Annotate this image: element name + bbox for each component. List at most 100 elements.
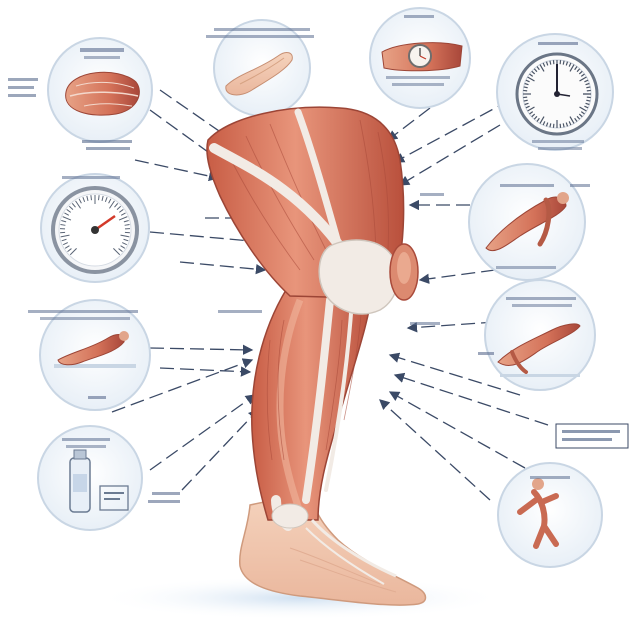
- tick-mark: [525, 79, 530, 83]
- tick-mark: [62, 216, 72, 221]
- tick-mark: [61, 220, 67, 223]
- vignette-water-bottle: [37, 425, 180, 531]
- stretching-arm-icon: [225, 52, 293, 96]
- tick-mark: [586, 99, 591, 102]
- tick-mark: [524, 102, 529, 106]
- knee: [318, 239, 399, 315]
- tick-mark: [584, 79, 589, 83]
- hamstring-stretch-icon: [485, 192, 569, 252]
- tick-mark: [60, 224, 66, 226]
- tick-mark: [64, 245, 70, 249]
- vignette-hamstring-stretch: [468, 163, 590, 281]
- left-top-text-lines: [8, 78, 132, 150]
- tick-mark: [568, 121, 572, 126]
- tick-mark: [123, 220, 129, 223]
- tick-mark: [113, 248, 121, 256]
- tick-mark: [579, 76, 587, 82]
- vignette-seated-stretch: [28, 299, 151, 411]
- tick-mark: [574, 117, 578, 122]
- tick-mark: [542, 62, 546, 67]
- tick-mark: [565, 122, 569, 127]
- muscle-bundle-icon: [65, 48, 140, 116]
- leg-illustration: [206, 106, 427, 606]
- tick-mark: [86, 195, 89, 201]
- seated-stretch-icon: [54, 331, 136, 368]
- tick-mark: [523, 99, 528, 102]
- tick-mark: [533, 68, 538, 73]
- tick-mark: [120, 212, 126, 216]
- tick-mark: [90, 195, 92, 201]
- tick-mark: [523, 86, 528, 89]
- tick-mark: [539, 64, 545, 72]
- tick-mark: [536, 66, 540, 71]
- tick-mark: [114, 203, 119, 208]
- tick-mark: [533, 115, 538, 120]
- tick-mark: [118, 216, 128, 221]
- tick-mark: [525, 105, 530, 109]
- tick-mark: [60, 234, 70, 238]
- tick-mark: [122, 242, 127, 246]
- tick-mark: [529, 111, 534, 115]
- tick-mark: [531, 70, 536, 75]
- tick-mark: [98, 195, 100, 201]
- tick-mark: [66, 209, 72, 213]
- tick-mark: [71, 203, 76, 208]
- runner-figure-icon: [517, 478, 559, 549]
- tick-mark: [539, 116, 545, 124]
- tick-mark: [78, 198, 82, 204]
- tick-mark: [109, 200, 115, 209]
- tick-mark: [580, 73, 585, 77]
- tick-mark: [578, 70, 583, 75]
- right-label-box: [555, 423, 629, 449]
- vignette-plank: [478, 279, 596, 391]
- tick-mark: [569, 116, 575, 124]
- tick-mark: [527, 76, 535, 82]
- tick-mark: [586, 86, 591, 89]
- tick-mark: [576, 68, 581, 73]
- tick-mark: [527, 106, 535, 112]
- vignette-muscle-bundle: [47, 37, 153, 143]
- tick-mark: [545, 122, 549, 127]
- tick-mark: [118, 248, 123, 253]
- tick-mark: [524, 82, 529, 86]
- tick-mark: [580, 111, 585, 115]
- tick-mark: [108, 198, 112, 204]
- tick-mark: [562, 123, 565, 128]
- vignette-stopwatch: [496, 33, 614, 151]
- tick-mark: [123, 238, 129, 242]
- stopwatch-icon: [515, 52, 599, 136]
- tick-mark: [536, 117, 540, 122]
- tick-mark: [545, 61, 549, 66]
- tick-mark: [101, 195, 104, 201]
- tick-mark: [68, 205, 74, 211]
- tick-mark: [584, 105, 589, 109]
- vignette-pressure-gauge: [40, 173, 150, 283]
- tick-mark: [549, 60, 552, 65]
- tick-mark: [529, 73, 534, 77]
- tick-mark: [549, 123, 552, 128]
- tick-mark: [124, 224, 130, 226]
- vignette-wrist-watch: [369, 7, 471, 109]
- tick-mark: [531, 113, 536, 118]
- tick-mark: [542, 121, 546, 126]
- pointer-arrows: [111, 89, 549, 501]
- tick-mark: [562, 60, 565, 65]
- water-bottle-icon: [69, 449, 129, 513]
- tick-mark: [61, 238, 67, 242]
- tick-mark: [64, 212, 70, 216]
- tick-mark: [574, 66, 578, 71]
- misc-text-lines: [218, 193, 444, 325]
- tick-mark: [585, 82, 590, 86]
- tick-mark: [120, 245, 126, 249]
- vignette-stretching-arm: [206, 19, 314, 117]
- tick-mark: [63, 242, 68, 246]
- tick-mark: [569, 64, 575, 72]
- tick-mark: [118, 209, 124, 213]
- vignette-runner: [497, 462, 603, 568]
- tick-mark: [69, 248, 77, 256]
- tick-mark: [579, 106, 587, 112]
- plank-icon: [497, 323, 581, 377]
- tick-mark: [82, 196, 86, 203]
- tick-mark: [585, 102, 590, 106]
